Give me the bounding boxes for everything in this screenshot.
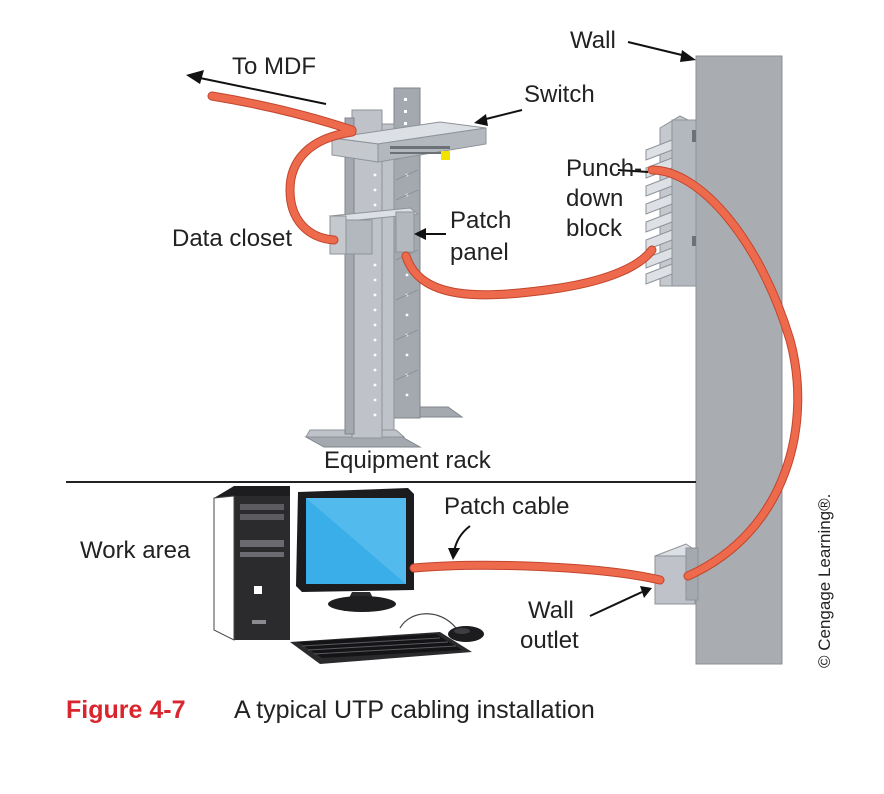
label-equipment-rack: Equipment rack (324, 447, 492, 474)
keyboard (290, 632, 472, 664)
label-copyright: © Cengage Learning®. (815, 494, 834, 668)
label-switch: Switch (524, 81, 595, 108)
label-work-area: Work area (80, 537, 191, 564)
label-wall-outlet-line-1: Wall (528, 597, 574, 624)
label-patch-cable: Patch cable (444, 493, 569, 520)
label-punch-line-2: down (566, 185, 623, 212)
label-patch-panel-line-1: Patch (450, 207, 511, 234)
patch-panel (328, 207, 420, 255)
label-to-mdf: To MDF (232, 53, 316, 80)
label-patch-panel-line-2: panel (450, 239, 509, 266)
wall-slab (695, 55, 783, 665)
cables (207, 91, 803, 585)
figure-caption: Figure 4-7 A typical UTP cabling install… (66, 696, 595, 724)
pointer-lines (186, 41, 696, 617)
caption-number: Figure 4-7 (66, 696, 185, 724)
switch (331, 121, 487, 163)
caption-text: A typical UTP cabling installation (234, 696, 595, 724)
label-wall-outlet-line-2: outlet (520, 627, 579, 654)
to-mdf-arrowhead (186, 70, 204, 84)
label-punch-line-3: block (566, 215, 623, 242)
punch-down-block (645, 115, 697, 287)
computer-tower (213, 486, 290, 641)
label-punch-line-1: Punch- (566, 155, 642, 182)
switch-indicator (441, 151, 450, 160)
labels: To MDF Wall Switch Punch- down block Dat… (80, 27, 834, 668)
label-wall: Wall (570, 27, 616, 54)
mouse (399, 613, 484, 642)
monitor (296, 488, 414, 612)
label-data-closet: Data closet (172, 225, 292, 252)
